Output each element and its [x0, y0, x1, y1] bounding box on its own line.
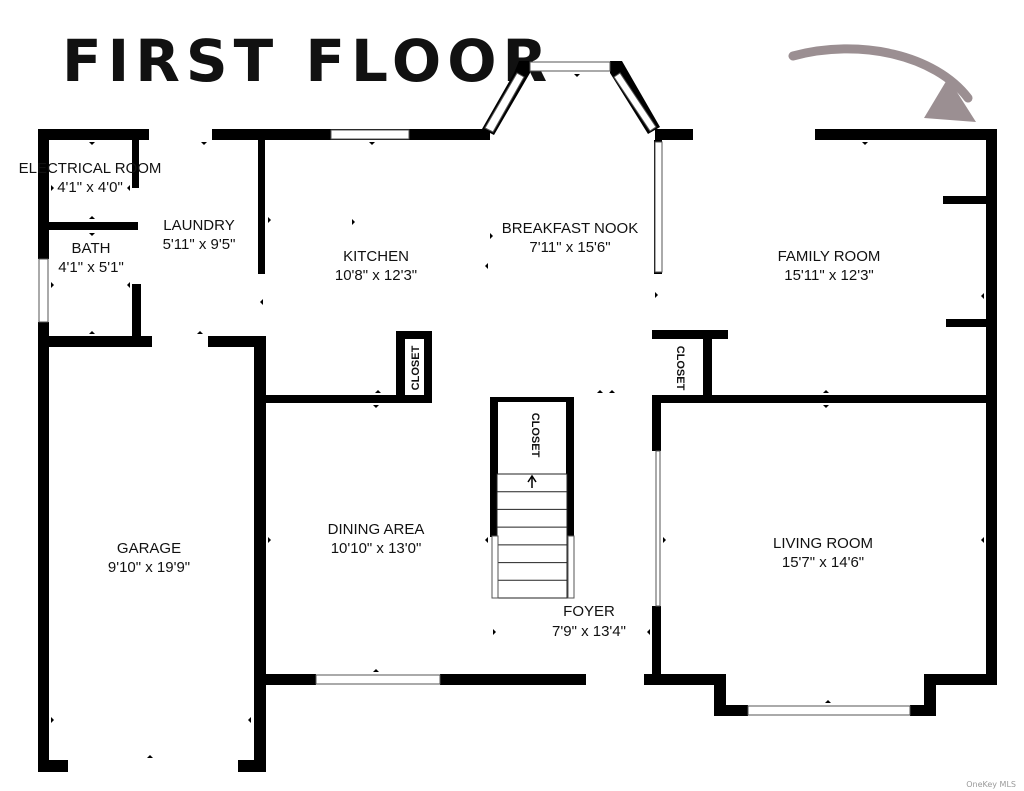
room-dims: 10'10" x 13'0": [331, 540, 422, 557]
room-name: FAMILY ROOM: [778, 248, 881, 265]
room-name: LAUNDRY: [163, 217, 234, 234]
dimension-marker: [352, 219, 355, 225]
room-dims: 9'10" x 19'9": [108, 559, 190, 576]
room-laundry: LAUNDRY 5'11" x 9'5": [163, 217, 236, 253]
room-kitchen: KITCHEN 10'8" x 12'3": [335, 248, 417, 284]
dimension-marker: [823, 405, 829, 408]
stairs: [491, 473, 575, 599]
dimension-marker: [147, 755, 153, 758]
dimension-marker: [373, 405, 379, 408]
closet-label-stairs: CLOSET: [529, 413, 541, 458]
room-living: LIVING ROOM 15'7" x 14'6": [773, 535, 873, 571]
dimension-marker: [597, 390, 603, 393]
curved-arrow-icon: [788, 44, 976, 122]
room-dims: 4'1" x 5'1": [58, 259, 124, 276]
dimension-marker: [260, 299, 263, 305]
dimension-marker: [574, 74, 580, 77]
dimension-marker: [51, 282, 54, 288]
room-dims: 15'11" x 12'3": [784, 267, 874, 284]
dimension-marker: [663, 537, 666, 543]
dimension-marker: [485, 537, 488, 543]
room-dims: 4'1" x 4'0": [57, 179, 123, 196]
room-family: FAMILY ROOM 15'11" x 12'3": [778, 248, 881, 284]
room-name: LIVING ROOM: [773, 535, 873, 552]
dimension-marker: [89, 331, 95, 334]
dimension-marker: [647, 629, 650, 635]
dimension-marker: [655, 292, 658, 298]
room-electrical: ELECTRICAL ROOM 4'1" x 4'0": [19, 160, 162, 196]
room-dining: DINING AREA 10'10" x 13'0": [328, 521, 425, 557]
page-title: FIRST FLOOR: [62, 27, 553, 95]
dimension-marker: [268, 217, 271, 223]
windows: [38, 61, 911, 716]
room-foyer: FOYER 7'9" x 13'4": [552, 603, 626, 640]
dimension-marker: [490, 233, 493, 239]
watermark: OneKey MLS: [966, 780, 1016, 789]
dimension-marker: [268, 537, 271, 543]
dimension-marker: [981, 537, 984, 543]
dimension-marker: [375, 390, 381, 393]
dimension-marker: [373, 669, 379, 672]
dimension-marker: [89, 233, 95, 236]
dimension-marker: [981, 293, 984, 299]
dimension-marker: [127, 185, 130, 191]
dimension-marker: [89, 142, 95, 145]
room-dims: 7'9" x 13'4": [552, 623, 626, 640]
dimension-marker: [201, 142, 207, 145]
dimension-marker: [197, 331, 203, 334]
dimension-marker: [823, 390, 829, 393]
room-name: ELECTRICAL ROOM: [19, 160, 162, 177]
dimension-marker: [369, 142, 375, 145]
dimension-marker: [825, 700, 831, 703]
dimension-markers: [51, 74, 984, 758]
room-name: GARAGE: [117, 540, 181, 557]
dimension-marker: [51, 717, 54, 723]
closet-label-family: CLOSET: [674, 346, 686, 391]
dimension-marker: [493, 629, 496, 635]
dimension-marker: [51, 185, 54, 191]
dimension-marker: [127, 282, 130, 288]
dimension-marker: [862, 142, 868, 145]
room-dims: 15'7" x 14'6": [782, 554, 864, 571]
room-breakfast-nook: BREAKFAST NOOK 7'11" x 15'6": [502, 220, 638, 256]
walls: [38, 61, 997, 772]
room-name: DINING AREA: [328, 521, 425, 538]
dimension-marker: [248, 717, 251, 723]
room-dims: 5'11" x 9'5": [163, 236, 236, 253]
room-garage: GARAGE 9'10" x 19'9": [108, 540, 190, 576]
room-dims: 10'8" x 12'3": [335, 267, 417, 284]
room-name: BATH: [72, 240, 111, 257]
room-name: FOYER: [563, 603, 615, 620]
room-name: BREAKFAST NOOK: [502, 220, 638, 237]
closet-label-kitchen: CLOSET: [410, 345, 422, 390]
dimension-marker: [89, 216, 95, 219]
room-dims: 7'11" x 15'6": [529, 239, 610, 256]
room-bath: BATH 4'1" x 5'1": [58, 240, 124, 276]
room-name: KITCHEN: [343, 248, 409, 265]
dimension-marker: [609, 390, 615, 393]
stair-direction-arrow-icon: [527, 474, 537, 488]
dimension-marker: [485, 263, 488, 269]
